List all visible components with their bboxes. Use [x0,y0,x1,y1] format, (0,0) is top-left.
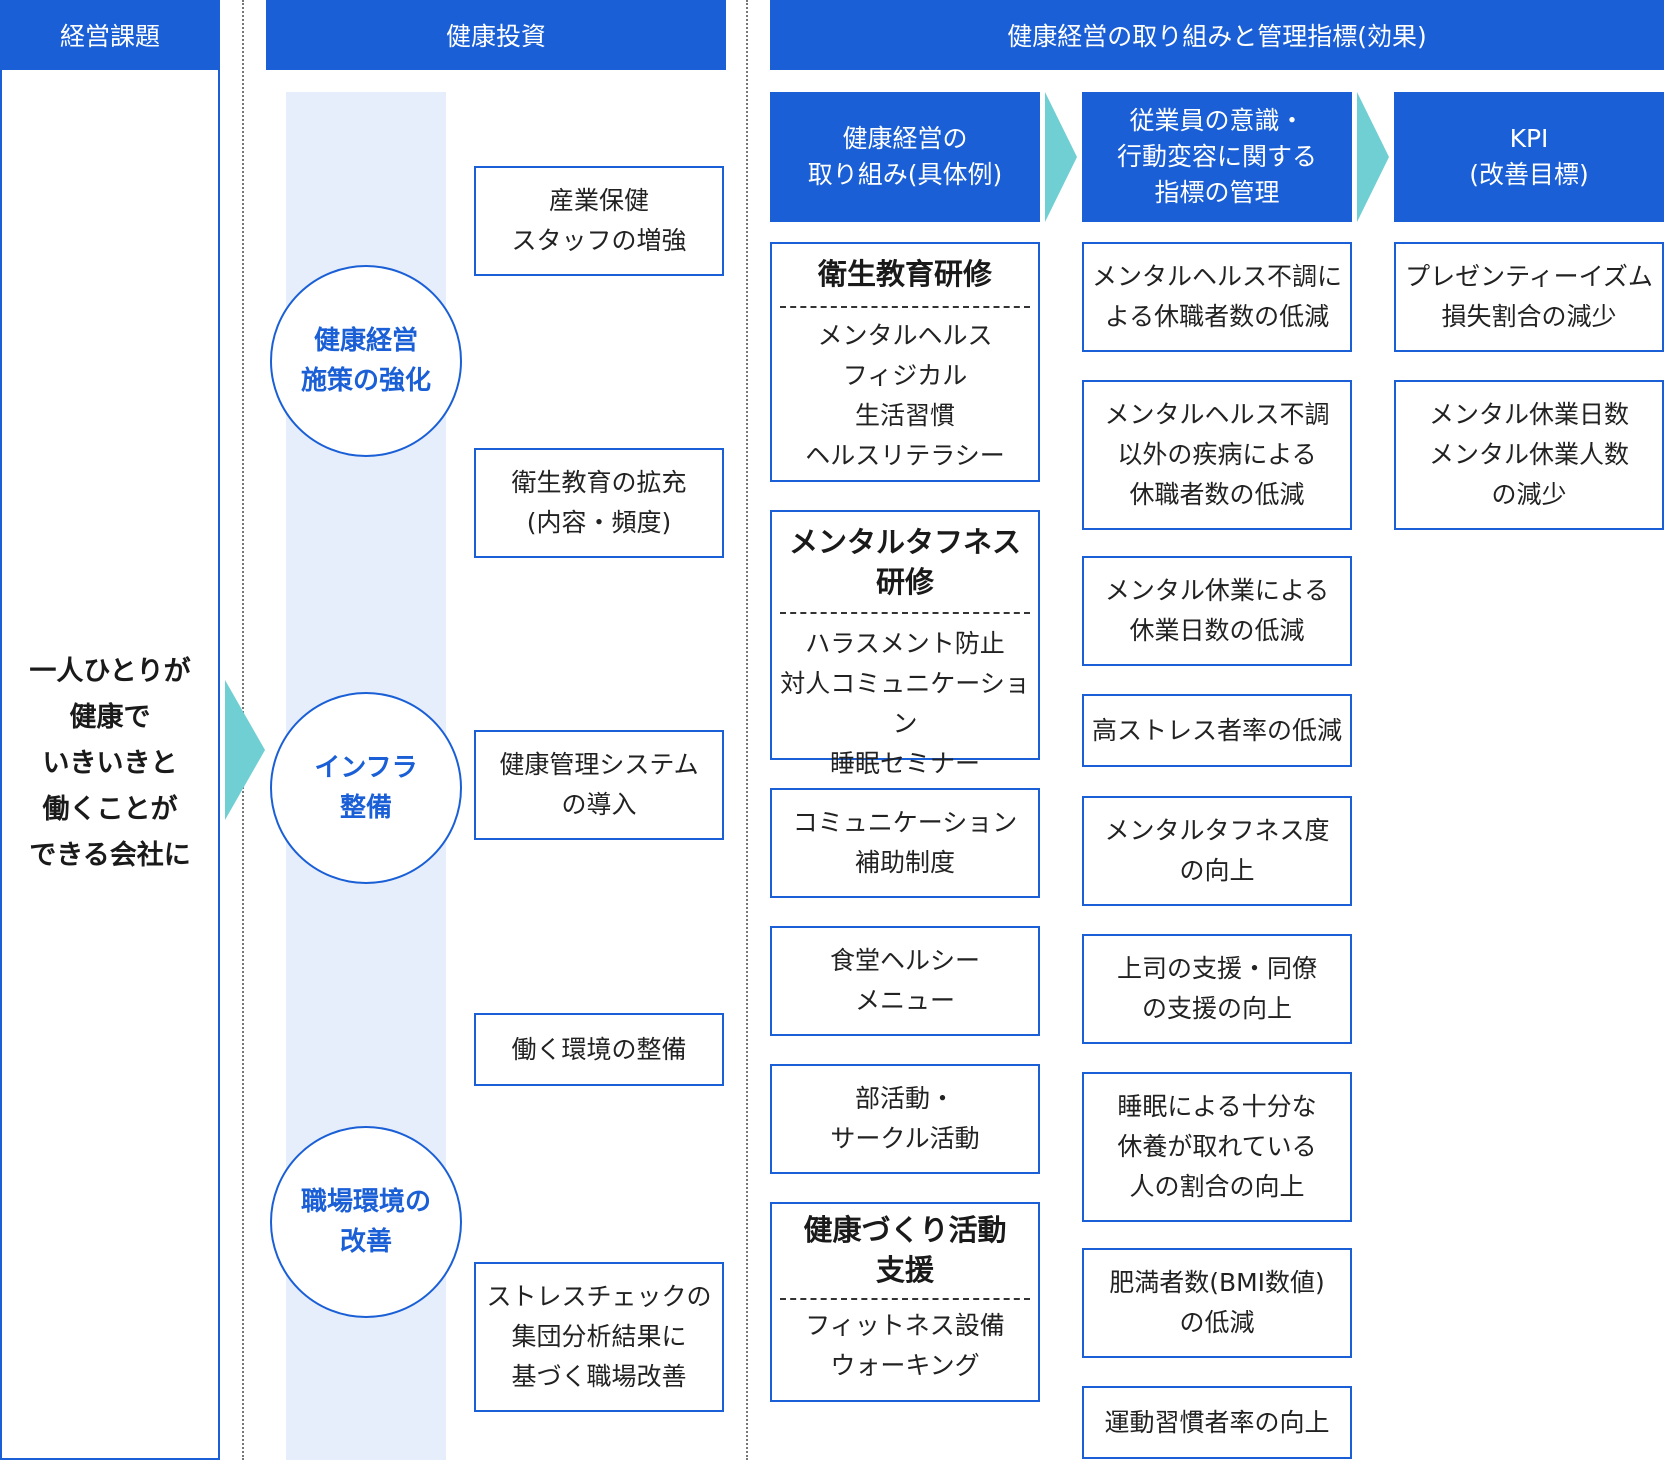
subheader-indicators: 従業員の意識・ 行動変容に関する 指標の管理 [1082,92,1352,222]
circle-strategy: 健康経営 施策の強化 [270,265,462,457]
arrow-right-icon [1045,92,1077,222]
header-issue: 経営課題 [0,0,220,70]
investment-item: 衛生教育の拡充 (内容・頻度) [474,448,724,558]
header-investment: 健康投資 [266,0,726,70]
arrow-right-icon [225,680,265,820]
subheader-kpi: KPI (改善目標) [1394,92,1664,222]
indicator-item: メンタルタフネス度 の向上 [1082,796,1352,906]
initiative-title: 衛生教育研修 [817,257,992,291]
initiative-detail: フィットネス設備 ウォーキング [805,1311,1005,1380]
subheader-initiatives: 健康経営の 取り組み(具体例) [770,92,1040,222]
divider-2 [746,0,748,1460]
initiative-title: 健康づくり活動 支援 [803,1213,1007,1287]
circle-infrastructure: インフラ 整備 [270,692,462,884]
indicator-item: メンタルヘルス不調に よる休職者数の低減 [1082,242,1352,352]
investment-item: 健康管理システム の導入 [474,730,724,840]
initiative-detail: メンタルヘルス フィジカル 生活習慣 ヘルスリテラシー [805,321,1005,470]
initiative-card: 健康づくり活動 支援 フィットネス設備 ウォーキング [770,1202,1040,1402]
header-effects: 健康経営の取り組みと管理指標(効果) [770,0,1664,70]
investment-item: 産業保健 スタッフの増強 [474,166,724,276]
indicator-item: メンタルヘルス不調 以外の疾病による 休職者数の低減 [1082,380,1352,530]
initiative-title: メンタルタフネス 研修 [788,525,1021,599]
investment-item: 働く環境の整備 [474,1013,724,1086]
arrow-right-icon [1357,92,1389,222]
circle-workplace: 職場環境の 改善 [270,1126,462,1318]
investment-item: ストレスチェックの 集団分析結果に 基づく職場改善 [474,1262,724,1412]
indicator-item: 睡眠による十分な 休養が取れている 人の割合の向上 [1082,1072,1352,1222]
initiative-card: コミュニケーション 補助制度 [770,788,1040,898]
initiative-card: 衛生教育研修 メンタルヘルス フィジカル 生活習慣 ヘルスリテラシー [770,242,1040,482]
indicator-item: 肥満者数(BMI数値) の低減 [1082,1248,1352,1358]
initiative-card: 食堂ヘルシー メニュー [770,926,1040,1036]
kpi-item: プレゼンティーイズム 損失割合の減少 [1394,242,1664,352]
initiative-card: メンタルタフネス 研修 ハラスメント防止 対人コミュニケーション 睡眠セミナー [770,510,1040,778]
dashed-separator [780,306,1030,308]
indicator-item: 高ストレス者率の低減 [1082,694,1352,767]
kpi-item: メンタル休業日数 メンタル休業人数 の減少 [1394,380,1664,530]
indicator-item: メンタル休業による 休業日数の低減 [1082,556,1352,666]
indicator-item: 上司の支援・同僚 の支援の向上 [1082,934,1352,1044]
indicator-item: 運動習慣者率の向上 [1082,1386,1352,1459]
issue-text: 一人ひとりが 健康で いきいきと 働くことが できる会社に [0,70,220,1460]
dashed-separator [780,1298,1030,1300]
dashed-separator [780,612,1030,614]
initiative-card: 部活動・ サークル活動 [770,1064,1040,1174]
initiative-detail: ハラスメント防止 対人コミュニケーション 睡眠セミナー [780,629,1030,778]
